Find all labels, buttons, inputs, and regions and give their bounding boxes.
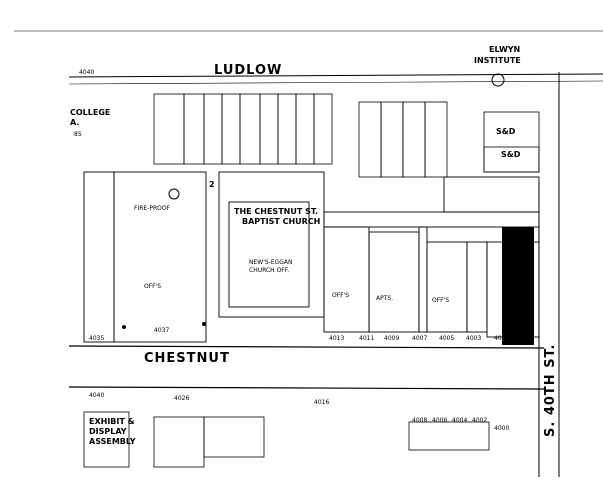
fire-label: FIRE-PROOF bbox=[134, 205, 171, 212]
house-number: 4000 bbox=[494, 425, 509, 432]
church-note-1: NEW'S-EGGAN bbox=[249, 259, 293, 266]
church-title-1: THE CHESTNUT ST. bbox=[234, 207, 318, 216]
house-number: 4005 bbox=[439, 335, 454, 342]
house-number: 4001 bbox=[494, 335, 509, 342]
house-number: 4009 bbox=[384, 335, 399, 342]
offs-label-2: OFF'S bbox=[332, 292, 349, 299]
institute-line-1: ELWYN bbox=[489, 45, 520, 54]
house-number: 4016 bbox=[314, 399, 329, 406]
corner-building bbox=[502, 227, 534, 345]
sanborn-map: LUDLOW CHESTNUT S. 40TH ST. THE CHESTNUT… bbox=[68, 45, 603, 477]
sd-label-1: S&D bbox=[496, 127, 516, 136]
house-number: 4008 bbox=[412, 417, 427, 424]
lot-number: 85 bbox=[74, 131, 82, 138]
church-title-2: BAPTIST CHURCH bbox=[242, 217, 320, 226]
college-line-2: A. bbox=[70, 118, 79, 127]
institute-line-2: INSTITUTE bbox=[474, 56, 521, 65]
apts-label: APTS. bbox=[376, 295, 393, 302]
exhibit-line-1: EXHIBIT & bbox=[89, 417, 135, 426]
street-40th: S. 40TH ST. bbox=[543, 344, 558, 437]
house-number: 4013 bbox=[329, 335, 344, 342]
house-number: 4006 bbox=[432, 417, 447, 424]
street-ludlow: LUDLOW bbox=[214, 63, 282, 78]
map-sheet: LUDLOW CHESTNUT S. 40TH ST. THE CHESTNUT… bbox=[14, 30, 603, 477]
chestnut-lots bbox=[83, 171, 540, 343]
sd-label-2: S&D bbox=[501, 150, 521, 159]
house-number: 4040 bbox=[79, 69, 94, 76]
college-line-1: COLLEGE bbox=[70, 108, 110, 117]
house-number: 4007 bbox=[412, 335, 427, 342]
church-note-2: CHURCH OFF. bbox=[249, 267, 289, 274]
house-number: 4040 bbox=[89, 392, 104, 399]
exhibit-line-2: DISPLAY bbox=[89, 427, 127, 436]
house-number: 4011 bbox=[359, 335, 374, 342]
house-number: 4003 bbox=[466, 335, 481, 342]
house-number: 4026 bbox=[174, 395, 189, 402]
ludlow-lots bbox=[153, 93, 540, 178]
house-number: 4035 bbox=[89, 335, 104, 342]
house-number: 4004 bbox=[452, 417, 467, 424]
street-chestnut: CHESTNUT bbox=[144, 351, 230, 366]
exhibit-line-3: ASSEMBLY bbox=[89, 437, 136, 446]
block-number: 2 bbox=[209, 180, 215, 189]
south-lots bbox=[83, 411, 490, 468]
house-number: 4002 bbox=[472, 417, 487, 424]
offs-label-3: OFF'S bbox=[432, 297, 449, 304]
house-number: 4037 bbox=[154, 327, 169, 334]
offs-label-1: OFF'S bbox=[144, 283, 161, 290]
